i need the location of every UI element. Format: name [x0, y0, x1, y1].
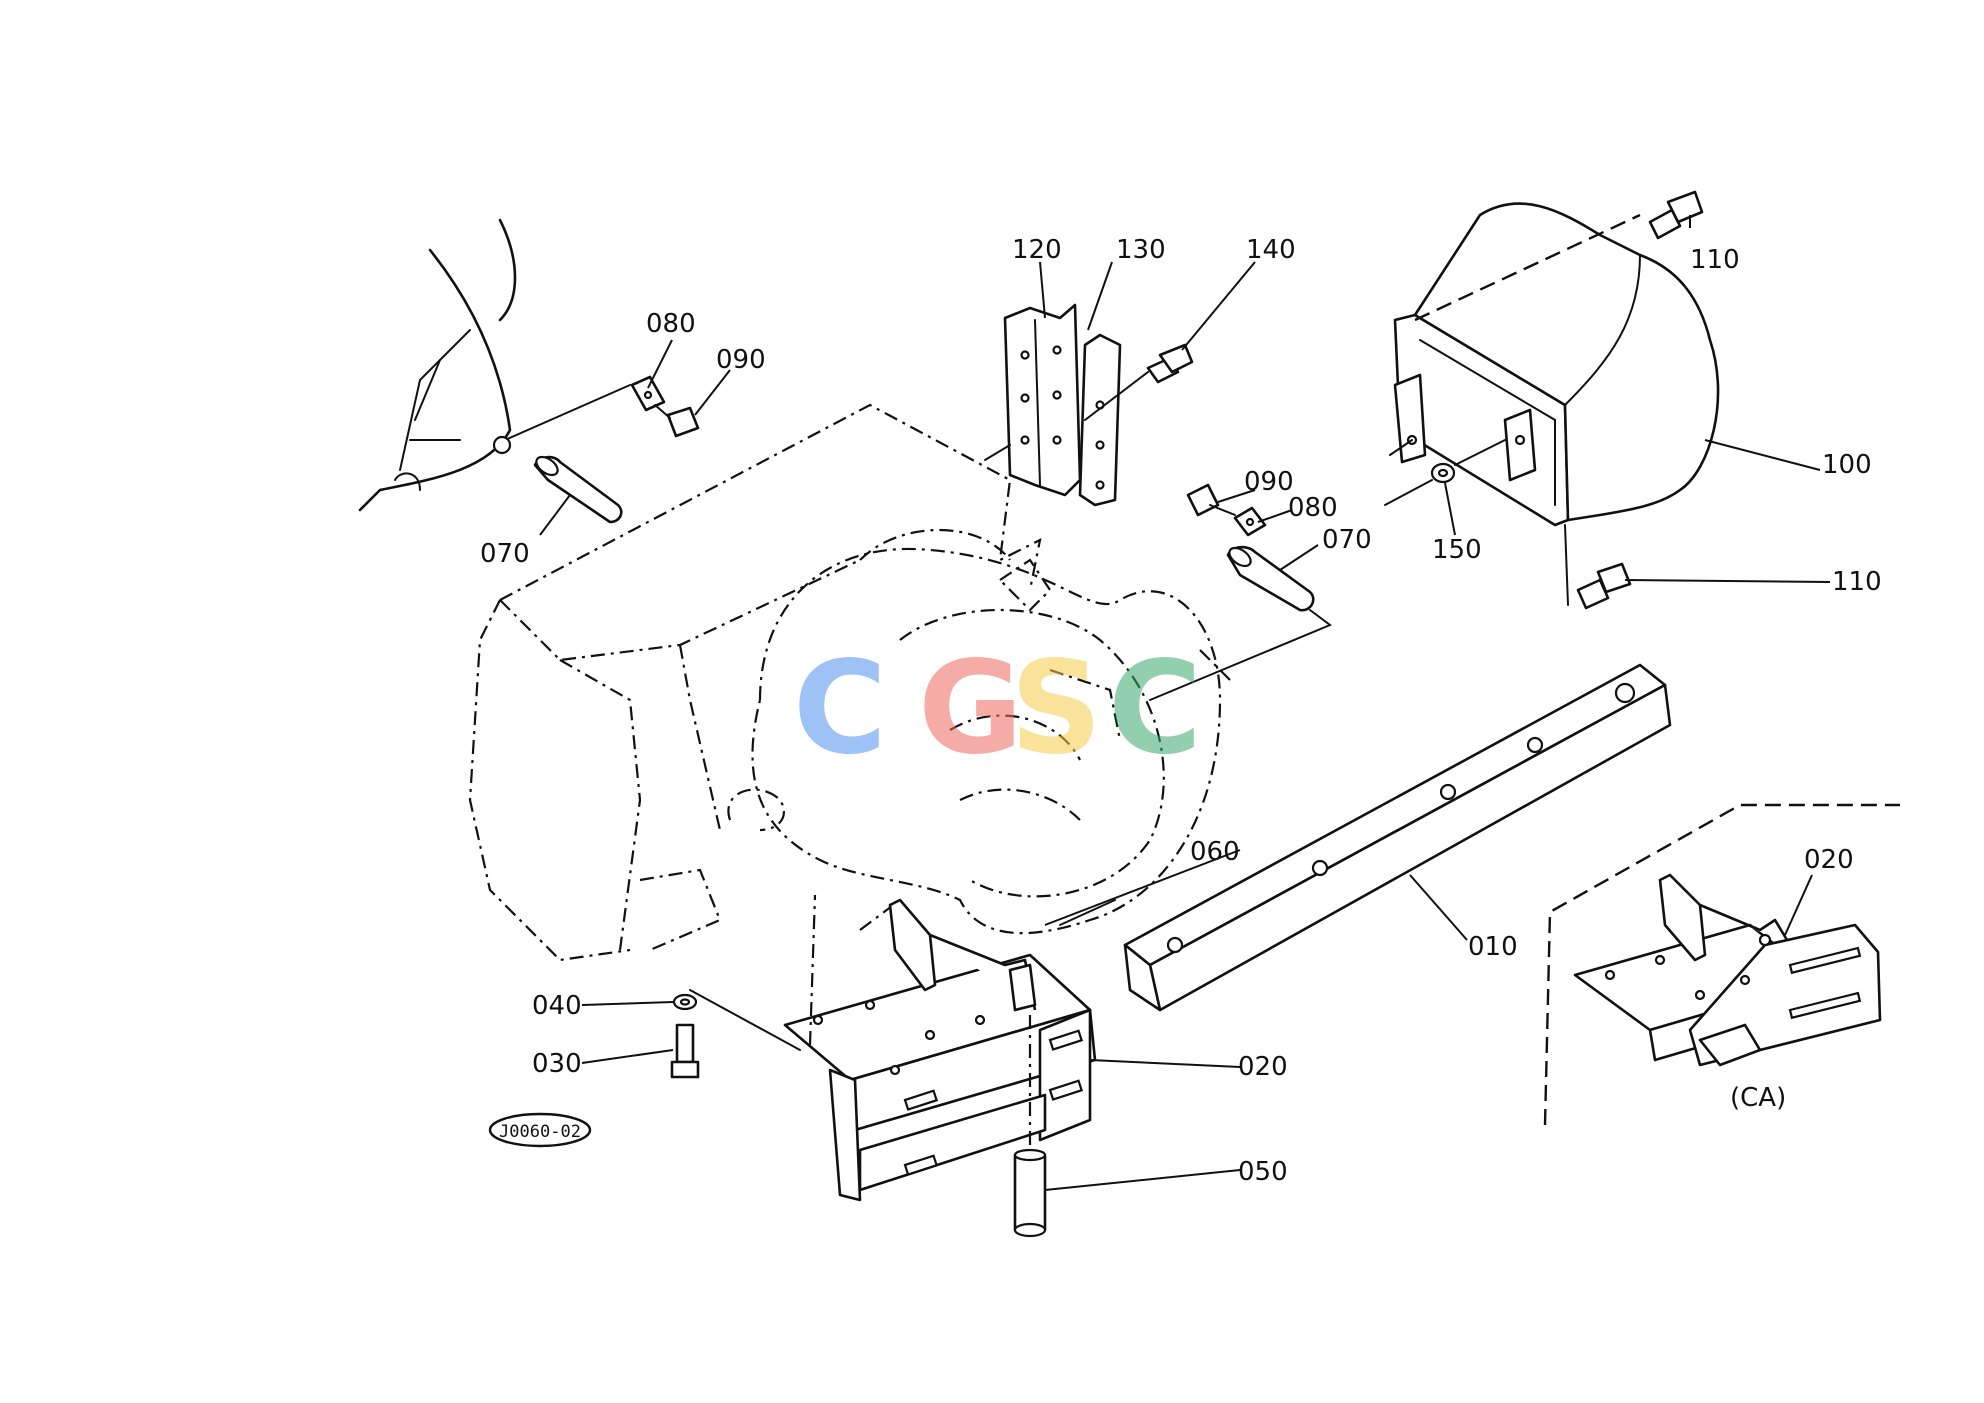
diagram-code-badge: J0060-02: [488, 1112, 592, 1148]
callout-labels: 120 130 140 080 090 070 090 080 070 150 …: [480, 235, 1882, 1187]
callout-060: 060: [1190, 837, 1240, 867]
bolt-140: [1146, 343, 1194, 384]
plate-080-left: [630, 375, 666, 412]
bolt-110-bottom: [1576, 562, 1632, 610]
callout-020: 020: [1238, 1052, 1288, 1082]
ca-variant-inset: [1543, 803, 1900, 1126]
leader-lines: [539, 215, 1831, 1191]
bolt-030: [670, 1023, 700, 1079]
watermark: C G S C: [793, 634, 1202, 783]
callout-070-right: 070: [1322, 525, 1372, 555]
wheel-outline: [358, 218, 517, 512]
callout-150: 150: [1432, 535, 1482, 565]
callout-100: 100: [1822, 450, 1872, 480]
callout-110-top: 110: [1690, 245, 1740, 275]
callout-070-left: 070: [480, 539, 530, 569]
callout-040: 040: [532, 991, 582, 1021]
transmission-housing: [468, 403, 1231, 962]
washer-040: [672, 993, 698, 1011]
cover-100: [1393, 202, 1720, 527]
bolt-090-left: [654, 404, 700, 438]
pin-070-left: [533, 455, 623, 524]
callout-030: 030: [532, 1049, 582, 1079]
callout-120: 120: [1012, 235, 1062, 265]
watermark-letter: G: [918, 634, 1023, 783]
callout-090-right: 090: [1244, 467, 1294, 497]
hitch-bracket-020: [783, 898, 1097, 1202]
watermark-letter: S: [1010, 634, 1102, 783]
callout-080-right: 080: [1288, 493, 1338, 523]
bolt-090-right: [1186, 483, 1236, 517]
bolt-110-top: [1648, 190, 1704, 240]
callout-090-left: 090: [716, 345, 766, 375]
plate-080-right: [1233, 506, 1267, 537]
callout-110-bottom: 110: [1832, 567, 1882, 597]
callout-010: 010: [1468, 932, 1518, 962]
diagram-code: J0060-02: [499, 1122, 581, 1142]
washer-150: [1430, 462, 1456, 484]
pin-050: [1013, 1148, 1047, 1238]
variant-label-ca: (CA): [1730, 1083, 1786, 1113]
drawbar-010: [1123, 663, 1672, 1012]
bracket-plate-120: [1003, 303, 1082, 497]
callout-050: 050: [1238, 1157, 1288, 1187]
watermark-letter: C: [793, 634, 887, 783]
pin-070-right: [1226, 545, 1315, 612]
callout-130: 130: [1116, 235, 1166, 265]
callout-140: 140: [1246, 235, 1296, 265]
callout-080-left: 080: [646, 309, 696, 339]
callout-020-ca: 020: [1804, 845, 1854, 875]
watermark-letter: C: [1108, 634, 1202, 783]
